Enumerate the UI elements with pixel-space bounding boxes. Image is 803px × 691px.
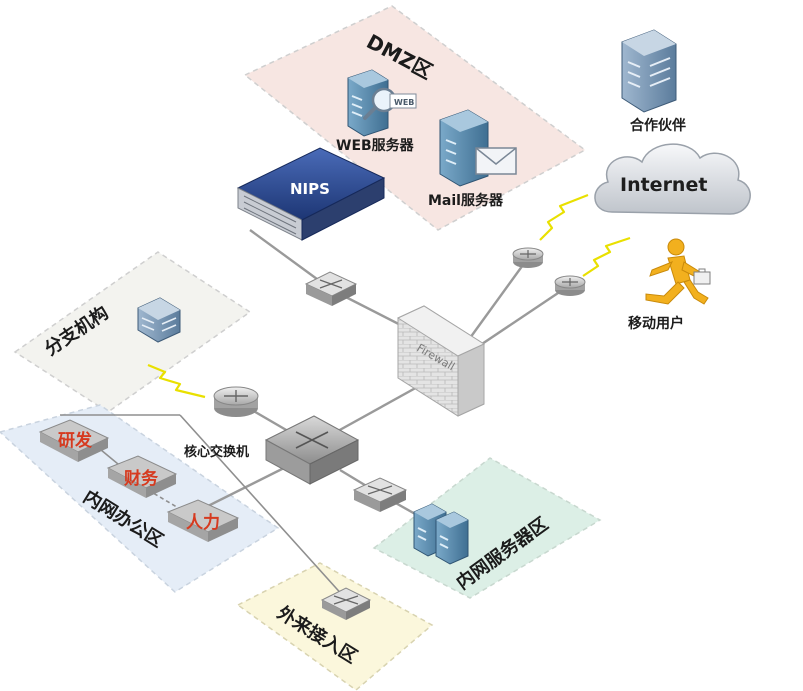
web-badge: WEB	[394, 98, 414, 107]
switch-icon	[304, 271, 358, 306]
internal-servers[interactable]	[413, 503, 469, 565]
nips-label: NIPS	[290, 180, 330, 198]
server-zone	[372, 457, 602, 599]
router-internet-1[interactable]	[512, 247, 544, 268]
core-switch[interactable]: 核心交换机	[184, 415, 360, 485]
firewall[interactable]: Firewall	[396, 305, 486, 417]
partner-node[interactable]: 合作伙伴	[621, 29, 686, 134]
router-branch[interactable]	[213, 386, 259, 417]
internet-label: Internet	[620, 174, 707, 196]
building-icon	[621, 29, 677, 113]
dept-hr-label: 人力	[186, 512, 220, 533]
router-icon	[213, 386, 259, 417]
switch-icon	[352, 477, 408, 512]
router-internet-2[interactable]	[554, 275, 586, 296]
port-grid	[243, 195, 297, 235]
web-server[interactable]: WEB WEB服务器	[336, 69, 417, 154]
server-icon	[435, 511, 469, 565]
web-badge-box	[389, 93, 417, 109]
partner-label: 合作伙伴	[630, 117, 686, 134]
branch-building[interactable]	[137, 297, 181, 343]
switch-icon	[264, 415, 360, 485]
mail-server-label: Mail服务器	[428, 192, 504, 209]
core-switch-label: 核心交换机	[184, 444, 249, 460]
wireless-links	[147, 193, 631, 399]
mobile-user-label: 移动用户	[628, 315, 684, 332]
dept-finance[interactable]: 财务	[106, 455, 178, 498]
web-server-label: WEB服务器	[336, 137, 415, 154]
building-icon	[137, 297, 181, 343]
switch-nips[interactable]	[304, 271, 358, 306]
switch-icon	[320, 587, 372, 620]
internet-cloud[interactable]: Internet	[594, 143, 751, 215]
nips-device[interactable]: NIPS	[236, 147, 386, 241]
envelope-icon	[475, 147, 517, 175]
switch-guest[interactable]	[320, 587, 372, 620]
dept-rd-label: 研发	[58, 430, 93, 451]
router-icon	[512, 247, 544, 268]
cloud-icon	[594, 143, 751, 215]
router-icon	[554, 275, 586, 296]
mail-server[interactable]: Mail服务器	[428, 109, 517, 209]
mobile-user[interactable]: 移动用户	[628, 238, 711, 332]
switch-servers[interactable]	[352, 477, 408, 512]
server-icon	[347, 69, 389, 137]
dept-rd[interactable]: 研发	[38, 419, 110, 462]
guest-zone	[236, 562, 434, 691]
dept-finance-label: 财务	[123, 468, 159, 489]
branch-zone	[13, 251, 252, 413]
dept-hr[interactable]: 人力	[166, 499, 240, 542]
briefcase-icon	[693, 268, 711, 285]
